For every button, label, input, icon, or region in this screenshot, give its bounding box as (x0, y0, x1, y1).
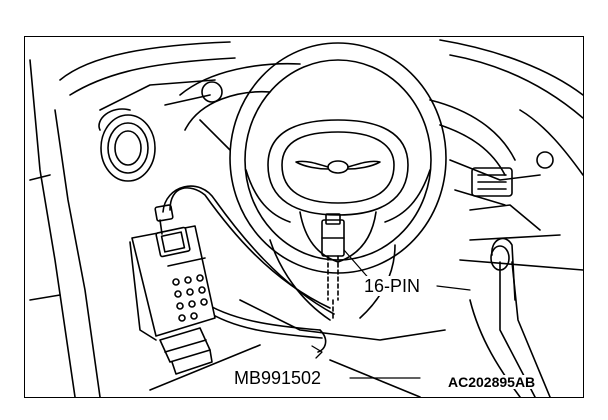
connector-label: 16-PIN (362, 276, 423, 296)
dashboard-top (59, 39, 583, 119)
instrument-cluster-hood (179, 62, 301, 151)
diagnostic-cable (162, 185, 335, 359)
handheld-diagnostic-tool (129, 204, 216, 375)
right-dashboard (429, 99, 583, 271)
tool-part-number-label: MB991502 (232, 368, 324, 388)
16-pin-connector (321, 213, 345, 319)
diagram-frame (24, 36, 584, 398)
steering-wheel (229, 42, 447, 274)
figure-reference-code: AC202895AB (446, 374, 538, 390)
left-air-vent (98, 108, 156, 182)
left-door-panel (29, 59, 101, 397)
brand-emblem-icon (295, 160, 381, 174)
